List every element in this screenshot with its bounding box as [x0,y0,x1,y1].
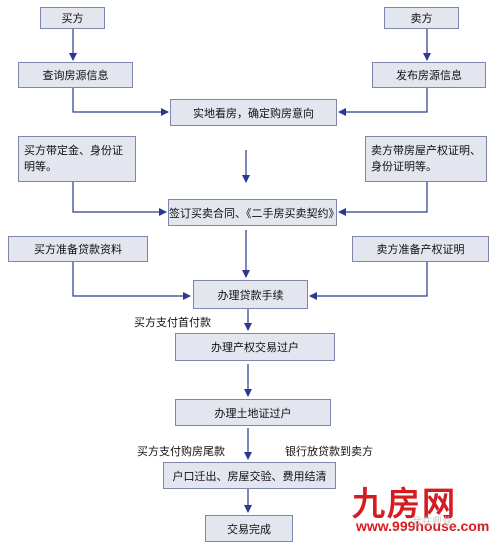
seller-box: 卖方 [384,7,459,29]
logo-url: www.999house.com [356,518,490,534]
property-transfer-box: 办理产权交易过户 [175,333,335,361]
final-payment-label: 买方支付购房尾款 [137,445,225,458]
seller-prep-box: 卖方准备产权证明 [352,236,489,262]
down-payment-label: 买方支付首付款 [134,316,211,329]
sign-contract-box: 签订买卖合同、《二手房买卖契约》 [168,199,340,226]
bank-loan-label: 银行放贷款到卖方 [285,445,373,458]
arrow-buyerdocs-to-sign [72,182,167,216]
buyer-box: 买方 [40,7,105,29]
arrow-buyerloan-to-loan [72,262,191,300]
land-transfer-box: 办理土地证过户 [175,399,331,426]
buyer-docs-box: 买方带定金、身份证明等。 [18,136,136,182]
arrow-query-to-view [72,88,169,116]
logo-name: 九房网 [352,484,457,523]
query-listing-box: 查询房源信息 [18,62,133,88]
site-logo: 九房网 www.999house.com 我在鼎业 [350,477,500,541]
publish-listing-box: 发布房源信息 [372,62,486,88]
arrow-sellerprep-to-loan [309,262,428,300]
complete-box: 交易完成 [205,515,293,542]
arrow-sellerdocs-to-sign [338,182,428,216]
buyer-loan-docs-box: 买方准备贷款资料 [8,236,148,262]
final-settlement-box: 户口迁出、房屋交验、费用结清 [163,462,336,489]
arrow-publish-to-view [338,88,428,116]
loan-process-box: 办理贷款手续 [193,280,308,309]
seller-docs-box: 卖方带房屋产权证明、身份证明等。 [365,136,487,182]
view-house-box: 实地看房，确定购房意向 [170,99,337,126]
logo-watermark: 我在鼎业 [412,517,452,528]
